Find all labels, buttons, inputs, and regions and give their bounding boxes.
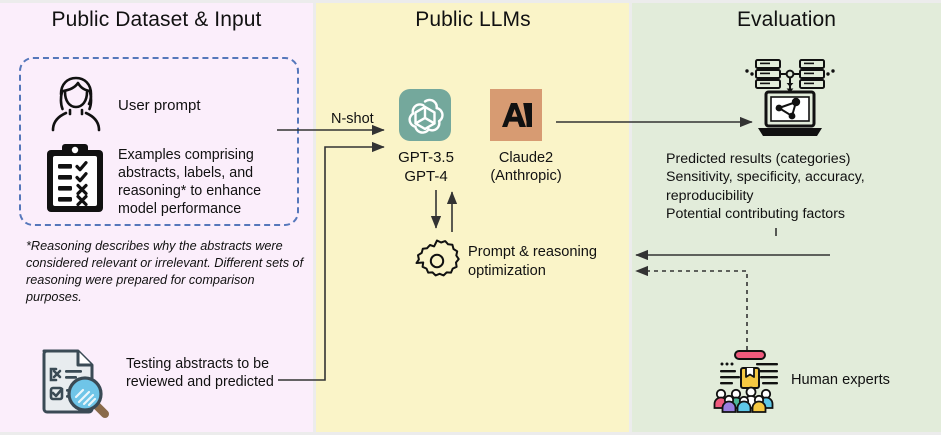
human-experts-icon xyxy=(712,348,788,416)
user-prompt-label: User prompt xyxy=(118,97,201,114)
bottom-border xyxy=(0,432,941,435)
panel-divider-right xyxy=(629,0,632,435)
panel-title-llms: Public LLMs xyxy=(415,8,531,31)
clipboard-checklist-icon xyxy=(44,142,106,214)
top-border xyxy=(0,0,941,3)
evaluation-results-label: Predicted results (categories) Sensitivi… xyxy=(666,151,865,223)
reasoning-footnote: *Reasoning describes why the abstracts w… xyxy=(26,239,304,304)
openai-gpt-logo xyxy=(399,89,451,141)
panel-title-evaluation: Evaluation xyxy=(736,8,837,31)
gpt-models-label: GPT-3.5 GPT-4 xyxy=(398,149,454,185)
testing-abstracts-icon xyxy=(32,345,114,418)
testing-abstracts-label: Testing abstracts to be reviewed and pre… xyxy=(126,356,274,391)
panel-divider-left xyxy=(313,0,316,435)
examples-description-label: Examples comprising abstracts, labels, a… xyxy=(118,147,262,218)
panel-public-llms xyxy=(316,0,630,435)
evaluation-analytics-icon xyxy=(744,56,836,144)
prompt-optimization-label: Prompt & reasoning optimization xyxy=(468,244,597,279)
anthropic-claude-logo xyxy=(490,89,542,141)
claude-model-label: Claude2 (Anthropic) xyxy=(490,150,562,185)
human-experts-label: Human experts xyxy=(791,372,890,388)
user-avatar-icon xyxy=(40,68,112,140)
prompt-input-group-box xyxy=(19,57,299,226)
gear-icon xyxy=(412,236,462,286)
panel-title-dataset: Public Dataset & Input xyxy=(51,8,262,31)
n-shot-label: N-shot xyxy=(331,111,374,127)
